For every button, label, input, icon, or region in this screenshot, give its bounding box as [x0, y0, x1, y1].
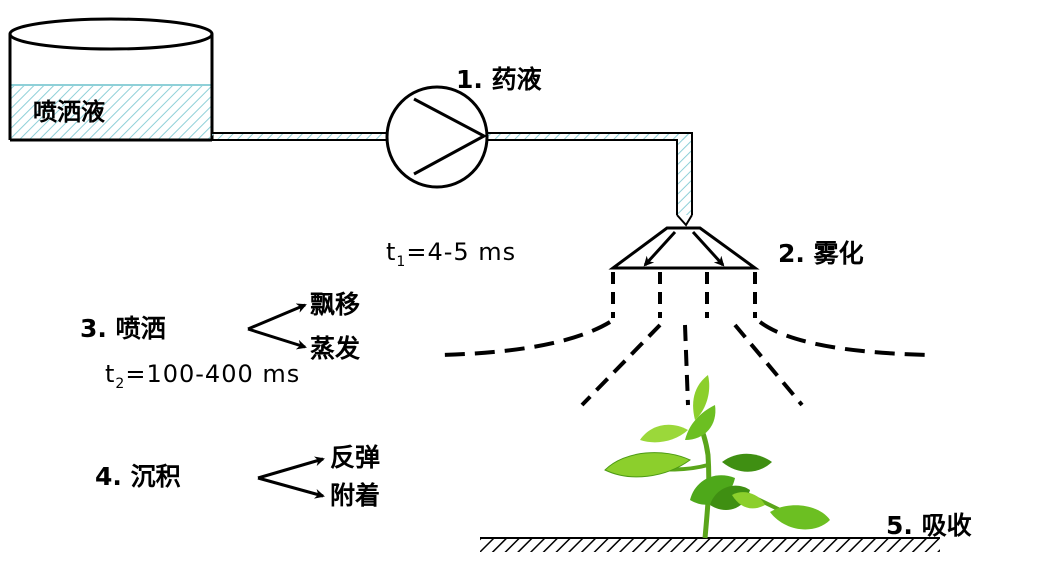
nozzle-tip — [676, 214, 693, 227]
drift-label: 飘移 — [310, 290, 361, 319]
step3-label: 3. 喷洒 — [80, 314, 166, 343]
step5-label: 5. 吸收 — [886, 511, 972, 540]
evaporation-label: 蒸发 — [310, 334, 361, 363]
step4-label: 4. 沉积 — [95, 462, 181, 491]
tank-rim — [8, 17, 214, 51]
ground — [480, 537, 940, 552]
bounce-label: 反弹 — [330, 443, 381, 472]
step1-label: 1. 药液 — [456, 65, 542, 94]
spray-streams — [439, 272, 931, 407]
adhesion-label: 附着 — [330, 481, 381, 510]
t2-label: t2=100-400 ms — [105, 360, 301, 392]
spray-tank — [8, 17, 214, 142]
atomizer-cone — [608, 226, 760, 270]
pump — [385, 85, 489, 189]
tank-liquid — [10, 85, 212, 140]
plant — [604, 375, 830, 539]
tank-label: 喷洒液 — [33, 98, 105, 126]
supply-pipe — [212, 132, 693, 227]
step2-label: 2. 雾化 — [778, 239, 864, 268]
branch-arrows — [247, 303, 325, 499]
t1-label: t1=4-5 ms — [386, 238, 517, 270]
